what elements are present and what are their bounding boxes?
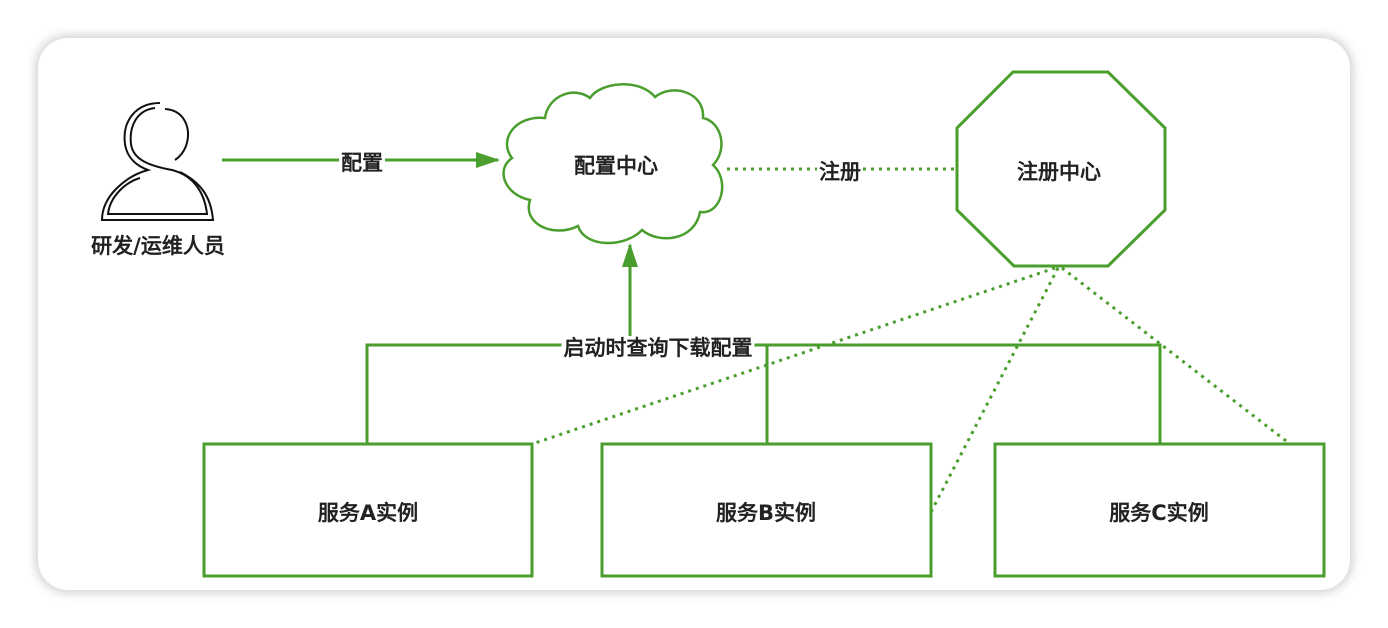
- edge-startup-fetch-label: 启动时查询下载配置: [561, 336, 755, 360]
- registry-links: [531, 266, 1291, 513]
- registry-center-label: 注册中心: [1017, 160, 1101, 184]
- person-label: 研发/运维人员: [91, 234, 225, 258]
- service-c-label: 服务C实例: [1109, 501, 1209, 525]
- config-center-cloud: [502, 83, 724, 245]
- edge-configure-label: 配置: [339, 151, 385, 175]
- service-c-box: [993, 442, 1326, 578]
- service-b-box: [600, 442, 933, 578]
- registry-link-service-b: [929, 267, 1060, 513]
- service-a-label: 服务A实例: [317, 501, 419, 525]
- service-a-box: [202, 442, 534, 578]
- person-icon: [100, 102, 215, 221]
- config-center-label: 配置中心: [574, 154, 658, 178]
- service-b-label: 服务B实例: [715, 501, 817, 525]
- registry-center-octagon: [955, 70, 1167, 268]
- startup-fetch-bus: [365, 343, 1162, 444]
- registry-link-service-c: [1061, 266, 1291, 446]
- edge-register-label: 注册: [817, 160, 863, 184]
- startup-fetch-edges: [365, 243, 1162, 444]
